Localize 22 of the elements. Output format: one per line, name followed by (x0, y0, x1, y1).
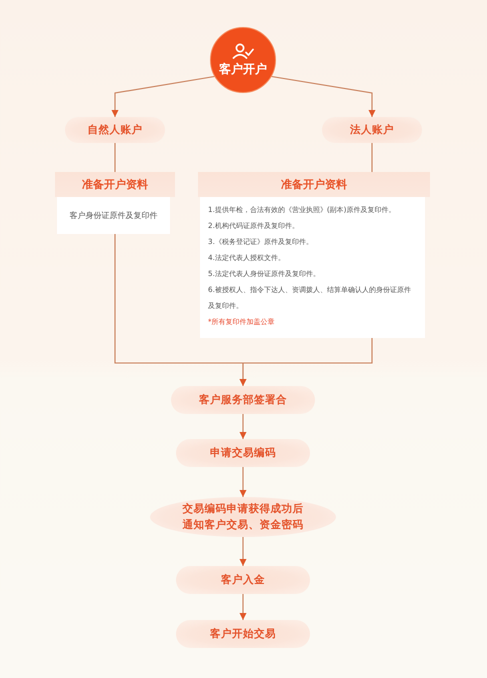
card-heading: 准备开户资料 (280, 177, 348, 193)
card-heading: 准备开户资料 (81, 177, 149, 193)
connector-line (371, 143, 373, 172)
arrow (272, 76, 376, 117)
arrow (240, 594, 246, 620)
node-label: 客户开户 (219, 62, 267, 77)
step-pill: 法人账户 (322, 117, 422, 143)
step-pill: 客户服务部签署合 (171, 386, 315, 414)
step-pill: 客户开始交易 (176, 620, 310, 648)
step-pill: 自然人账户 (65, 117, 165, 143)
arrow (240, 467, 246, 497)
step-pill: 申请交易编码 (176, 439, 310, 467)
arrow (112, 76, 214, 117)
step-banner: 交易编码申请获得成功后通知客户交易、资金密码 (150, 497, 336, 537)
arrow (240, 414, 246, 439)
connector-line (114, 143, 116, 172)
step-pill: 客户入金 (176, 566, 310, 594)
document-card (55, 172, 175, 234)
arrow (240, 537, 246, 566)
arrow (240, 338, 373, 386)
list-item: 客户身份证原件及复印件 (70, 210, 158, 222)
document-card (198, 172, 430, 338)
